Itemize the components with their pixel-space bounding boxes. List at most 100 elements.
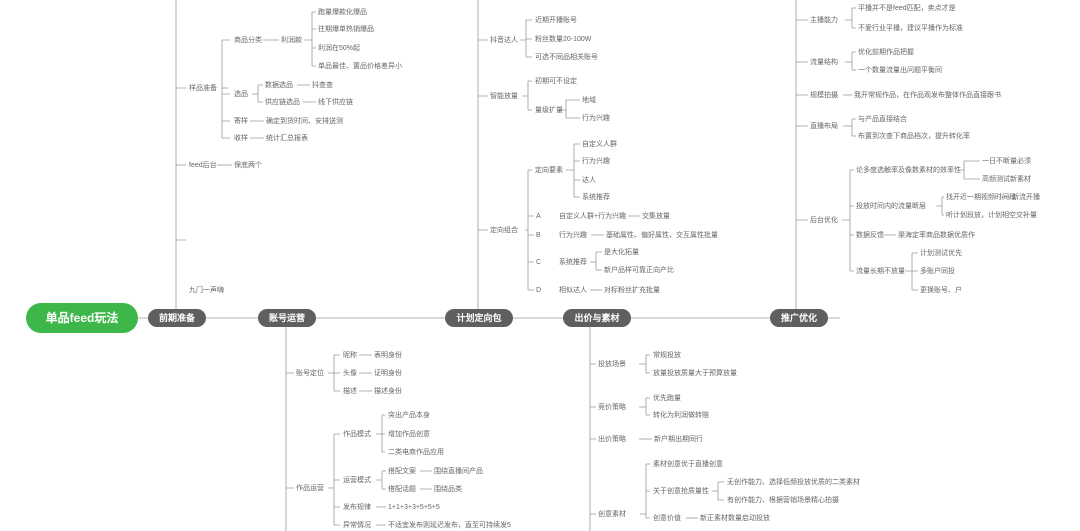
promo-regular: 规模拍摄 (810, 92, 838, 99)
account-nick-note: 表明身份 (374, 352, 402, 359)
plan-el-3: 达人 (582, 177, 596, 184)
bid-scene-2: 放量投放质量大于预算放量 (653, 370, 737, 377)
promo-b3-note: 渠海定率商品数据优质作 (898, 232, 975, 239)
account-avatar: 头像 (343, 370, 357, 377)
section-account[interactable]: 账号运营 (258, 309, 316, 327)
plan-b: B (536, 232, 541, 239)
prep-sample-note: 确定到货时间、安排送测 (266, 118, 343, 125)
plan-a: A (536, 213, 541, 220)
plan-d: D (536, 287, 542, 294)
section-bid[interactable]: 出价与素材 (563, 309, 631, 327)
plan-el-4: 系统推荐 (582, 194, 610, 201)
promo-b2a: 找开近一期视频时间段 (946, 194, 1016, 201)
promo-traffic-2: 一个数量流量出问题平衡间 (858, 67, 942, 74)
prep-profit-2: 往期爆单热销爆品 (318, 26, 374, 33)
account-ops-2: 搭配话题 (388, 486, 416, 493)
prep-category: 商品分类 (234, 37, 262, 44)
bid-creative-1: 素材创意优于直播创意 (653, 461, 723, 468)
account-ops-mode: 运营模式 (343, 477, 371, 484)
promo-b4: 流量长期不放量 (856, 268, 905, 275)
promo-b2a-note: 新流开播 (1012, 194, 1040, 201)
promo-backend: 后台优化 (810, 217, 838, 224)
account-mode-1: 突出产品本身 (388, 412, 430, 419)
promo-b1b: 高频测试新素材 (982, 176, 1031, 183)
prep-feed-note: 保底两个 (234, 162, 262, 169)
promo-anchor-1: 平播并不是feed匹配，卖点才是 (858, 5, 956, 12)
account-rhythm: 发布规律 (343, 504, 371, 511)
bid-bid-note: 新户期出期同行 (654, 436, 703, 443)
account-desc-note: 描述身份 (374, 388, 402, 395)
prep-gate: 九门一声嗨 (189, 287, 224, 294)
plan-b-text: 行为兴趣 (559, 232, 587, 239)
promo-live-1: 与产品直接结合 (858, 116, 907, 123)
prep-sample: 寄样 (234, 118, 248, 125)
prep-selection: 样品准备 (189, 85, 217, 92)
plan-a-note: 交集放量 (642, 213, 670, 220)
plan-inf-1: 近期开播账号 (535, 17, 577, 24)
promo-b4c: 更换账号、户 (920, 287, 962, 294)
plan-d-text: 相似达人 (559, 287, 587, 294)
section-prep[interactable]: 前期准备 (148, 309, 206, 327)
account-ops-1-note: 围绕直播间产品 (434, 468, 483, 475)
account-avatar-note: 证明身份 (374, 370, 402, 377)
prep-profit-model: 利润款 (281, 37, 302, 44)
prep-supply-select: 供应链选品 (265, 99, 300, 106)
section-plan[interactable]: 计划定向包 (445, 309, 513, 327)
account-ops-2-note: 围绕品类 (434, 486, 462, 493)
plan-smart-1: 初期可不设定 (535, 78, 577, 85)
plan-smart-2b: 行为兴趣 (582, 115, 610, 122)
bid-strategy: 竞价策略 (598, 404, 626, 411)
bid-creative-2b: 有创作能力、根据营销场景精心拍摄 (727, 497, 839, 504)
root-node[interactable]: 单品feed玩法 (26, 303, 138, 333)
plan-a-text: 自定义人群+行为兴趣 (559, 213, 627, 220)
plan-el-1: 自定义人群 (582, 141, 617, 148)
plan-combo: 定向组合 (490, 227, 518, 234)
bid-scene-1: 常规投放 (653, 352, 681, 359)
prep-source: 选品 (234, 91, 248, 98)
prep-profit-1: 跑量爆款化爆品 (318, 9, 367, 16)
bid-creative-3: 创意价值 (653, 515, 681, 522)
plan-d-note: 对标粉丝扩充批量 (604, 287, 660, 294)
account-abnormal: 异常情况 (343, 522, 371, 529)
promo-b1a: 一日不断量必须 (982, 158, 1031, 165)
plan-c-2: 新户品样可靠正向产比 (604, 267, 674, 274)
prep-feed: feed后台 (189, 162, 217, 169)
bid-strategy-2: 转化为利润做转赔 (653, 412, 709, 419)
account-ops-1: 搭配文案 (388, 468, 416, 475)
bid-creative: 创意素材 (598, 511, 626, 518)
promo-b3: 数据反馈 (856, 232, 884, 239)
promo-live: 直播布局 (810, 123, 838, 130)
prep-profit-3: 利润在50%起 (318, 45, 361, 52)
promo-b2: 投放时间内的流量断层 (856, 203, 926, 210)
plan-el-2: 行为兴趣 (582, 158, 610, 165)
plan-smart-2: 量级扩量 (535, 107, 563, 114)
prep-offline: 线下供应链 (318, 99, 353, 106)
bid-scene: 投放场景 (598, 361, 626, 368)
account-ops: 作品运营 (296, 485, 324, 492)
prep-data-select: 数据选品 (265, 82, 293, 89)
bid-bid-strategy: 出价策略 (598, 436, 626, 443)
account-abnormal-note: 不适宜发布则延迟发布，直至可持续发5 (388, 522, 511, 529)
bid-creative-2a: 无创作能力、选择低频投放优质的二类素材 (727, 479, 860, 486)
bid-strategy-1: 优先跑量 (653, 395, 681, 402)
plan-inf-2: 粉丝数量20-100W (535, 36, 592, 43)
section-promo[interactable]: 推广优化 (770, 309, 828, 327)
prep-receive-note: 统计汇总报表 (266, 135, 308, 142)
promo-traffic-1: 优化前期作品把握 (858, 49, 914, 56)
account-rhythm-note: 1+1+3+3+5+5+5 (388, 504, 440, 511)
bid-creative-2: 关于创意抢质量性 (653, 488, 709, 495)
promo-b1: 论多度选触率及像数素材的效率性 (856, 167, 961, 174)
account-nick: 昵称 (343, 352, 357, 359)
plan-smart-2a: 地域 (582, 97, 596, 104)
plan-b-note: 基础属性、偏好属性、交互属性批量 (606, 232, 718, 239)
promo-b2b: 听计划段放，计划相空交补量 (946, 212, 1037, 219)
plan-elements: 定向要素 (535, 167, 563, 174)
account-positioning: 账号定位 (296, 370, 324, 377)
promo-traffic: 流量结构 (810, 59, 838, 66)
plan-inf-3: 可选不同品相关账号 (535, 54, 598, 61)
promo-regular-note: 我开常规作品，在作品观发布整体作品直接跟书 (854, 92, 1001, 99)
account-mode: 作品模式 (343, 431, 371, 438)
promo-b4b: 多账户同投 (920, 268, 955, 275)
plan-influencer: 抖音达人 (490, 37, 518, 44)
